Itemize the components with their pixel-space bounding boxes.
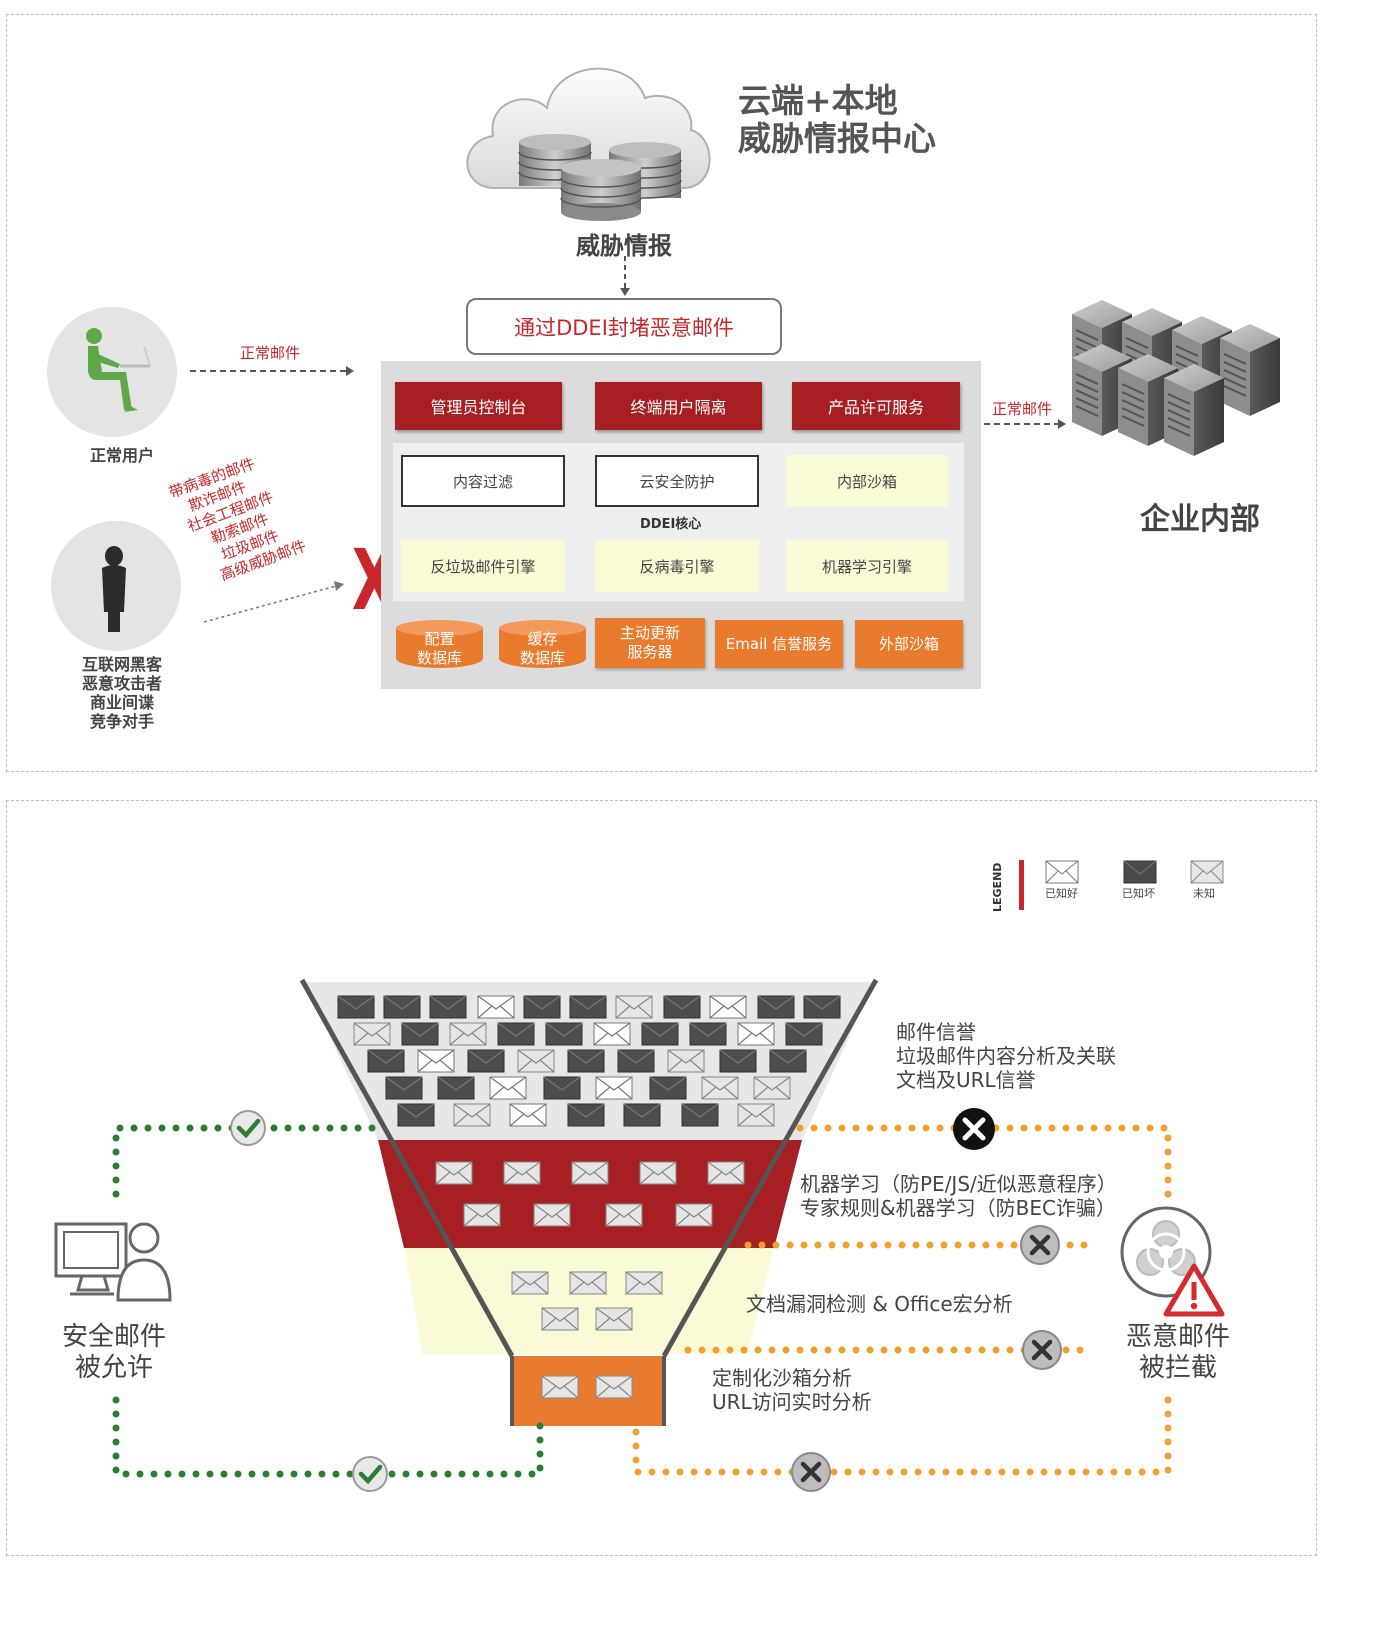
ml-engine: 机器学习引擎	[786, 540, 948, 592]
layer3-description: 文档漏洞检测 & Office宏分析	[746, 1292, 1013, 1316]
enterprise-servers-icon	[1072, 300, 1281, 457]
legend-title: LEGEND	[991, 862, 1004, 912]
malicious-arrow	[203, 581, 344, 623]
update-server-line: 主动更新	[619, 624, 680, 642]
blocked-mail-line: 被拦截	[1138, 1353, 1217, 1383]
attacker-labels: 互联网黑客 恶意攻击者 商业间谍 竞争对手	[66, 655, 178, 731]
cache-db-line: 缓存	[527, 630, 558, 648]
intel-arrow	[620, 256, 630, 296]
layer4-description: 定制化沙箱分析 URL访问实时分析	[712, 1366, 872, 1414]
layer1-line: 垃圾邮件内容分析及关联	[896, 1044, 1116, 1068]
config-database: 配置数据库	[396, 620, 483, 668]
email-reputation-service: Email 信誉服务	[715, 620, 843, 668]
attacker-label: 商业间谍	[89, 693, 154, 712]
safe-mail-line: 被允许	[74, 1353, 153, 1383]
normal-mail-in-label: 正常邮件	[240, 344, 301, 362]
blocked-x-icon	[953, 1108, 995, 1150]
antivirus-engine: 反病毒引擎	[595, 540, 759, 592]
internal-sandbox: 内部沙箱	[786, 455, 948, 507]
license-service: 产品许可服务	[792, 382, 960, 430]
x-icon	[791, 1452, 831, 1492]
content-filter: 内容过滤	[401, 455, 565, 507]
check-icon	[230, 1110, 266, 1146]
blocked-mail-caption: 恶意邮件 被拦截	[1108, 1322, 1248, 1384]
layer2-line: 机器学习（防PE/JS/近似恶意程序）	[800, 1172, 1117, 1196]
normal-user-label: 正常用户	[89, 446, 154, 465]
computer-user-icon	[54, 1222, 172, 1302]
anti-spam-engine: 反垃圾邮件引擎	[401, 540, 565, 592]
layer1-description: 邮件信誉 垃圾邮件内容分析及关联 文档及URL信誉	[896, 1020, 1116, 1092]
normal-mail-in-arrow	[190, 366, 354, 376]
ddei-core-label: DDEI核心	[640, 517, 702, 532]
legend-unknown-icon	[1190, 860, 1224, 884]
update-server-line: 服务器	[627, 643, 673, 661]
layer4-line: URL访问实时分析	[712, 1390, 872, 1414]
cloud-security: 云安全防护	[595, 455, 759, 507]
x-icon	[1020, 1225, 1060, 1265]
admin-console: 管理员控制台	[395, 382, 562, 430]
normal-user-icon	[47, 307, 177, 437]
end-user-quarantine: 终端用户隔离	[595, 382, 762, 430]
threat-intel-label: 威胁情报	[576, 232, 672, 260]
layer2-description: 机器学习（防PE/JS/近似恶意程序） 专家规则&机器学习（防BEC诈骗）	[800, 1172, 1117, 1220]
safe-mail-caption: 安全邮件 被允许	[44, 1322, 184, 1384]
layer2-line: 专家规则&机器学习（防BEC诈骗）	[800, 1196, 1116, 1220]
update-server: 主动更新 服务器	[595, 618, 705, 668]
attacker-label: 恶意攻击者	[81, 674, 162, 693]
legend-known-good: 已知好	[1045, 887, 1078, 900]
attacker-icon	[51, 521, 181, 651]
cloud-title-line2: 威胁情报中心	[738, 119, 936, 158]
blocked-mail-line: 恶意邮件	[1125, 1322, 1230, 1352]
legend-known-bad: 已知坏	[1122, 887, 1155, 900]
ddei-banner: 通过DDEI封堵恶意邮件	[466, 298, 782, 355]
funnel-diagram	[299, 978, 879, 1426]
funnel-panel	[6, 800, 1317, 1556]
config-db-line: 数据库	[416, 649, 462, 667]
architecture-panel	[6, 14, 1317, 772]
layer3-line: 文档漏洞检测 & Office宏分析	[746, 1292, 1013, 1316]
normal-mail-out-label: 正常邮件	[992, 400, 1053, 418]
legend-unknown: 未知	[1193, 887, 1215, 900]
layer1-line: 文档及URL信誉	[896, 1068, 1036, 1092]
enterprise-label: 企业内部	[1140, 502, 1260, 537]
attacker-label: 竞争对手	[89, 712, 154, 731]
cloud-title-line1: 云端+本地	[738, 81, 898, 120]
cache-database: 缓存数据库	[499, 620, 586, 668]
ddei-banner-text: 通过DDEI封堵恶意邮件	[514, 315, 734, 340]
layer4-line: 定制化沙箱分析	[712, 1366, 852, 1390]
check-icon	[352, 1456, 388, 1492]
legend-known-bad-icon	[1123, 860, 1157, 884]
external-sandbox: 外部沙箱	[855, 620, 963, 668]
safe-mail-line: 安全邮件	[61, 1322, 166, 1352]
config-db-line: 配置	[424, 630, 455, 648]
cache-db-line: 数据库	[519, 649, 565, 667]
x-icon	[1022, 1330, 1062, 1370]
layer1-line: 邮件信誉	[896, 1020, 976, 1044]
normal-mail-out-arrow	[984, 419, 1066, 429]
attacker-label: 互联网黑客	[81, 655, 162, 674]
legend-known-good-icon	[1045, 860, 1079, 884]
biohazard-warning-icon	[1120, 1206, 1225, 1317]
cloud-database-icon	[466, 67, 711, 221]
legend-bar	[1019, 860, 1024, 910]
